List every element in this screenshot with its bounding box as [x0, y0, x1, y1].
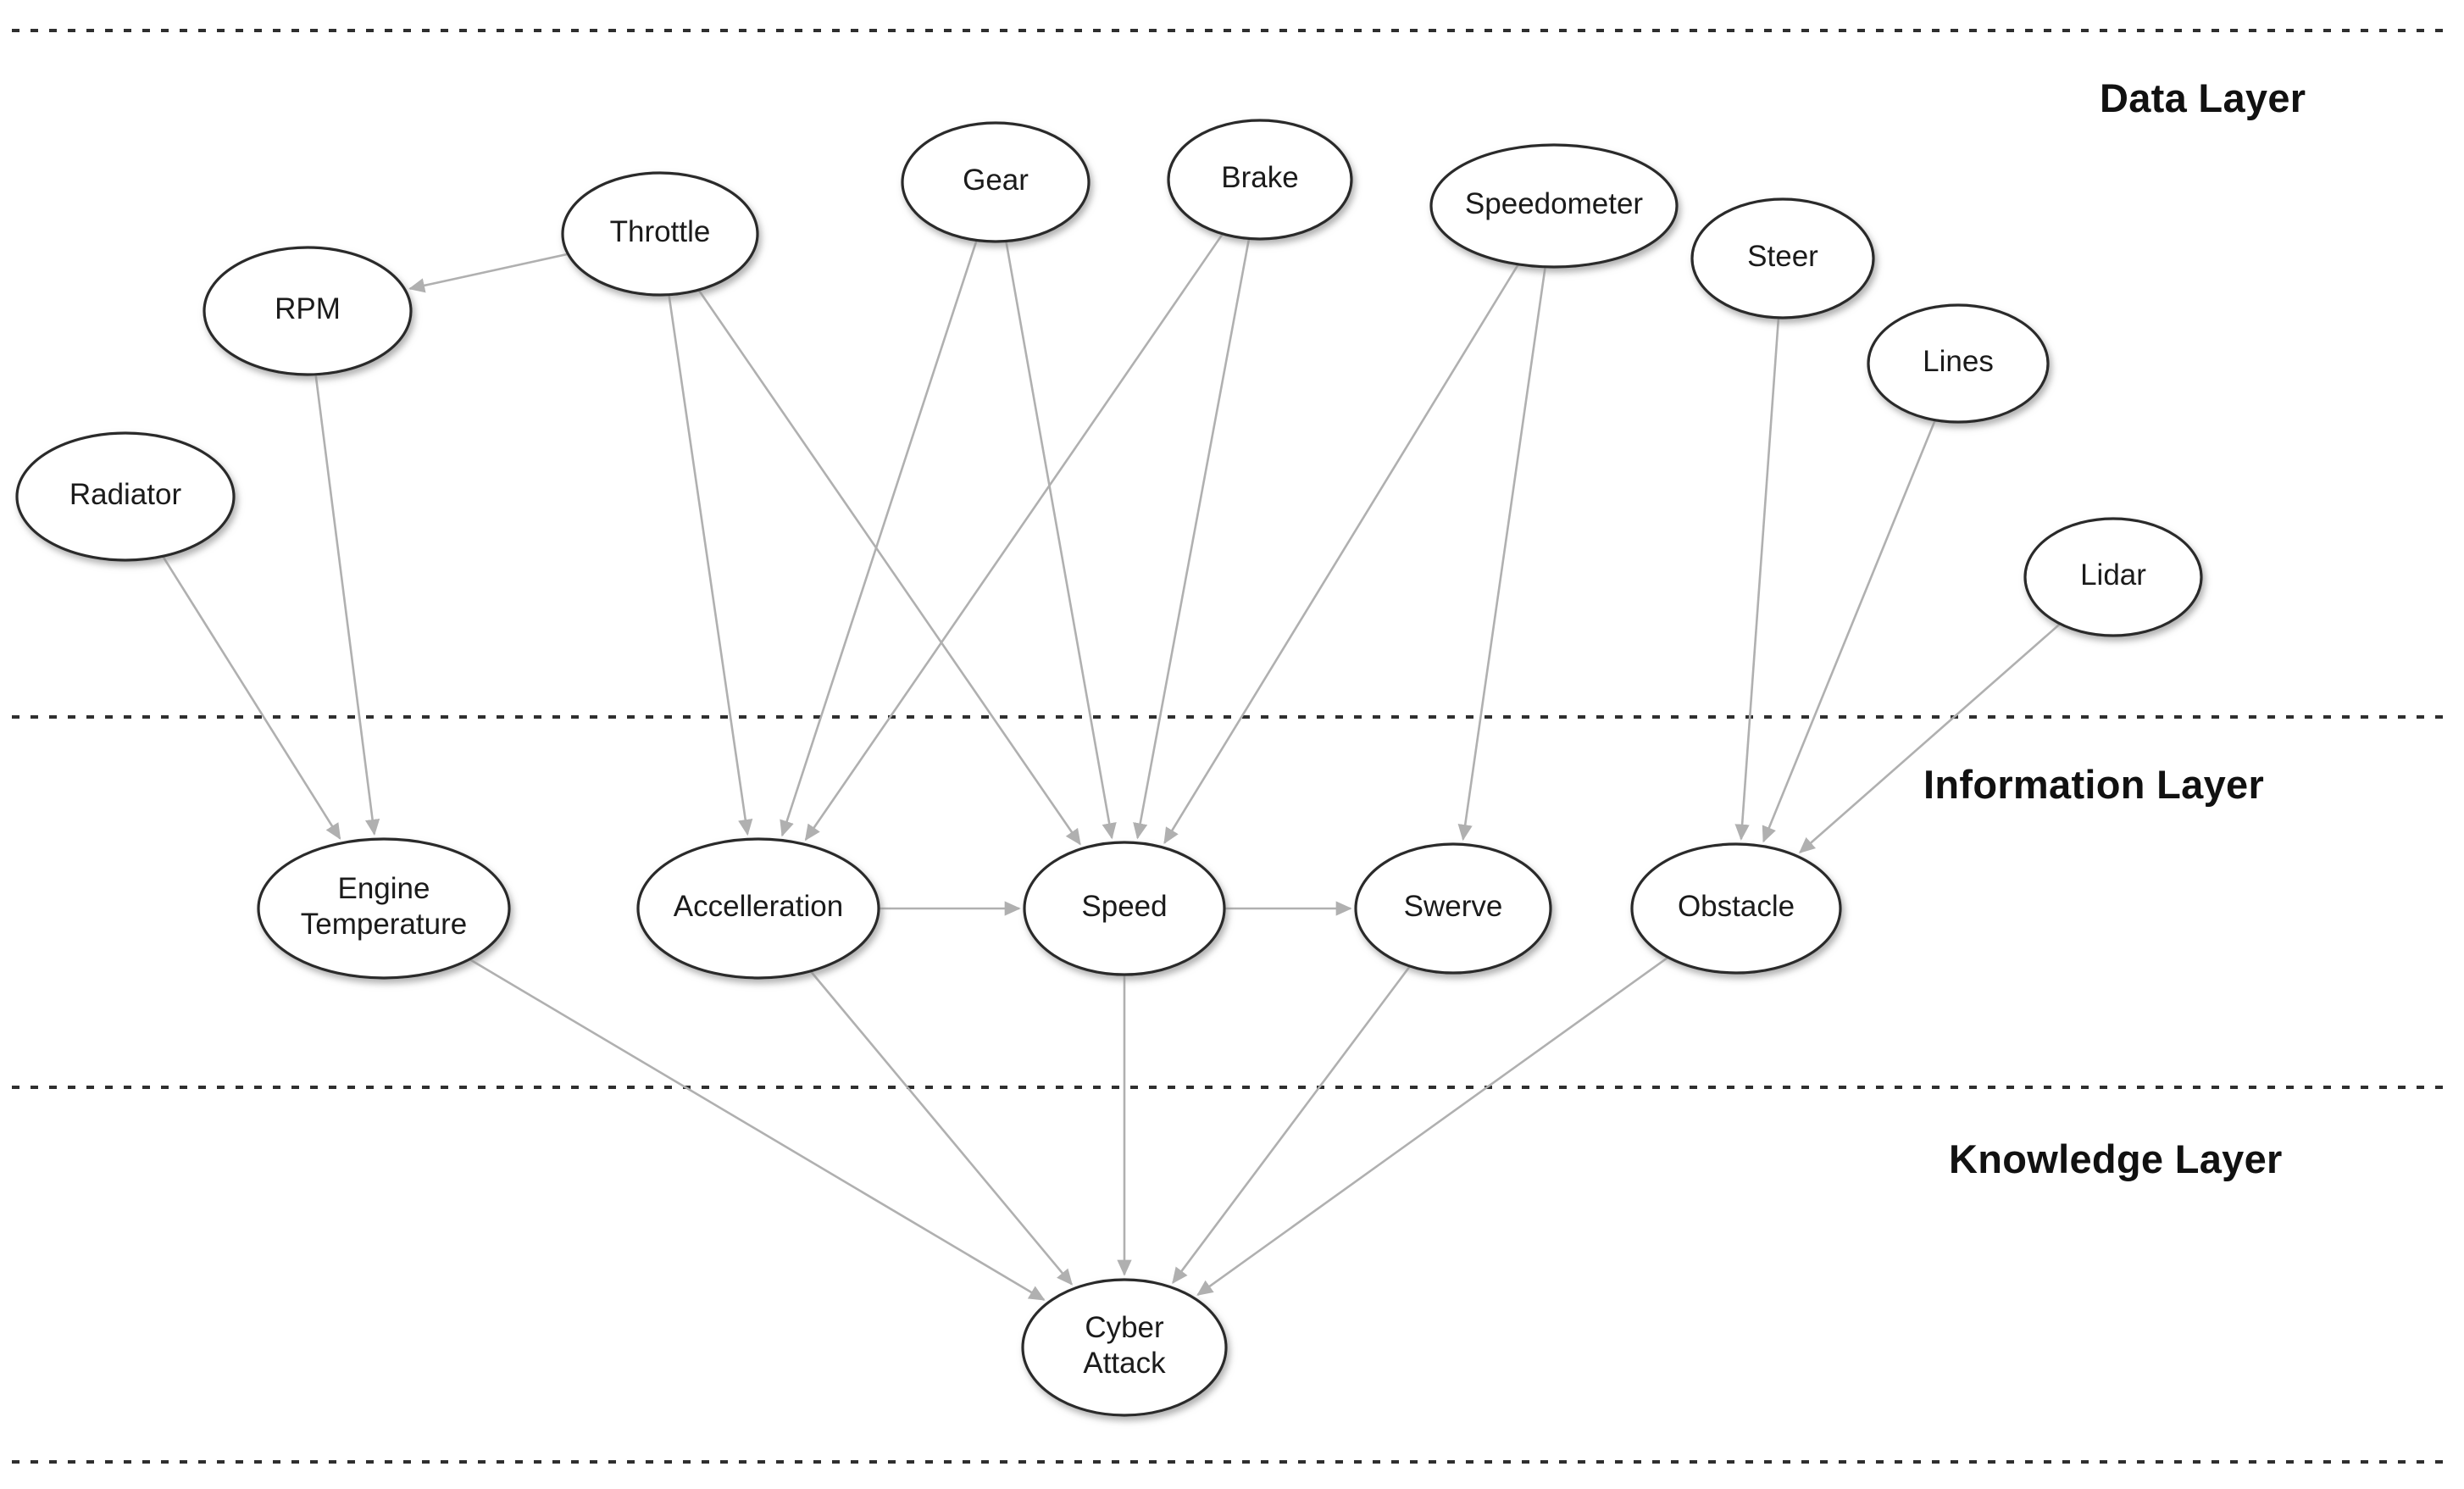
- node-label-accelleration: Accelleration: [674, 890, 843, 923]
- node-speedometer[interactable]: Speedometer: [1429, 143, 1679, 269]
- node-accelleration[interactable]: Accelleration: [636, 837, 880, 980]
- node-shape-lidar: [2023, 517, 2203, 637]
- edge-lines-obstacle: [1762, 419, 1937, 843]
- node-shape-brake: [1167, 119, 1353, 241]
- edge-throttle-accelleration: [668, 294, 753, 836]
- edge-swerve-cyber-attack: [1172, 965, 1412, 1285]
- node-shape-throttle: [561, 171, 759, 297]
- node-lidar[interactable]: Lidar: [2023, 517, 2203, 637]
- node-label-swerve: Swerve: [1404, 890, 1503, 923]
- node-label-speed: Speed: [1081, 890, 1167, 923]
- node-label-obstacle: Obstacle: [1678, 890, 1795, 923]
- node-steer[interactable]: Steer: [1690, 197, 1875, 319]
- node-shape-steer: [1690, 197, 1875, 319]
- edge-brake-accelleration: [804, 233, 1224, 842]
- node-shape-radiator: [15, 431, 236, 562]
- node-lines[interactable]: Lines: [1867, 303, 2050, 424]
- edge-brake-speed: [1133, 238, 1251, 840]
- edge-lidar-obstacle: [1798, 623, 2062, 854]
- edge-group: [162, 233, 2062, 1301]
- edge-engine-temperature-cyber-attack: [469, 958, 1046, 1301]
- node-shape-obstacle: [1630, 842, 1842, 975]
- layer-label-information: Information Layer: [1923, 762, 2265, 807]
- node-label-speedometer: Speedometer: [1465, 187, 1643, 220]
- edge-rpm-engine-temperature: [314, 374, 380, 836]
- node-brake[interactable]: Brake: [1167, 119, 1353, 241]
- node-label-rpm: RPM: [275, 292, 341, 325]
- edge-throttle-rpm: [408, 253, 569, 293]
- node-shape-lines: [1867, 303, 2050, 424]
- node-rpm[interactable]: RPM: [203, 246, 413, 376]
- layer-dividers: [12, 29, 2452, 1464]
- node-gear[interactable]: Gear: [901, 121, 1090, 243]
- edge-gear-speed: [1005, 241, 1117, 840]
- edge-speedometer-speed: [1163, 264, 1519, 845]
- node-shape-speed: [1023, 841, 1226, 976]
- node-shape-speedometer: [1429, 143, 1679, 269]
- edge-gear-accelleration: [780, 240, 978, 837]
- layer-label-knowledge: Knowledge Layer: [1949, 1136, 2283, 1181]
- node-throttle[interactable]: Throttle: [561, 171, 759, 297]
- node-label-lines: Lines: [1923, 345, 1994, 378]
- node-label-steer: Steer: [1747, 240, 1818, 273]
- node-shape-rpm: [203, 246, 413, 376]
- node-shape-cyber-attack: [1021, 1278, 1228, 1417]
- node-shape-gear: [901, 121, 1090, 243]
- node-label-gear: Gear: [963, 164, 1029, 197]
- edge-obstacle-cyber-attack: [1196, 956, 1669, 1296]
- node-swerve[interactable]: Swerve: [1354, 842, 1552, 975]
- node-label-brake: Brake: [1221, 161, 1298, 194]
- node-label-radiator: Radiator: [69, 478, 182, 511]
- edge-accelleration-cyber-attack: [809, 970, 1073, 1286]
- node-label-throttle: Throttle: [610, 215, 711, 248]
- node-shape-engine-temperature: [257, 837, 511, 980]
- node-radiator[interactable]: Radiator: [15, 431, 236, 562]
- edge-speedometer-swerve: [1457, 266, 1546, 842]
- edge-steer-obstacle: [1734, 317, 1780, 841]
- node-shape-swerve: [1354, 842, 1552, 975]
- edge-radiator-engine-temperature: [162, 555, 341, 840]
- layer-label-data: Data Layer: [2100, 75, 2306, 120]
- node-obstacle[interactable]: Obstacle: [1630, 842, 1842, 975]
- node-shape-accelleration: [636, 837, 880, 980]
- node-group: Radiator RPM Throttle Gear BrakeSpeedometerS…: [15, 119, 2203, 1417]
- node-speed[interactable]: Speed: [1023, 841, 1226, 976]
- edge-throttle-speed: [697, 289, 1081, 846]
- node-label-lidar: Lidar: [2080, 558, 2146, 592]
